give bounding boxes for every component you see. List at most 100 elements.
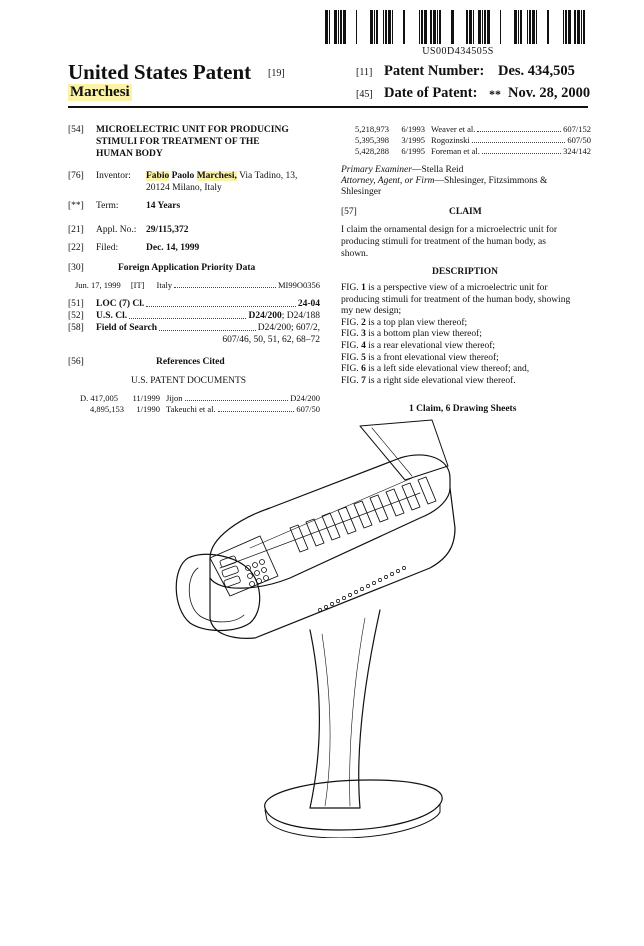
claim-text: I claim the ornamental design for a micr…: [341, 224, 591, 260]
field-search-value-2: 607/46, 50, 51, 62, 68–72: [222, 335, 320, 345]
claim-line: I claim the ornamental design for a micr…: [341, 225, 558, 235]
inventor-last-name: Marchesi,: [196, 171, 237, 181]
examiner-name: —Stella Reid: [411, 165, 464, 175]
us-class-label: U.S. Cl.: [96, 311, 128, 321]
reference-date: 1/1990: [136, 404, 160, 414]
patent-number-code: [11]: [356, 67, 373, 78]
field-search-value-1: D24/200; 607/2,: [257, 323, 320, 333]
reference-number: 5,218,973: [355, 124, 389, 134]
appl-value: 29/115,372: [146, 225, 189, 235]
foreign-title: Foreign Application Priority Data: [118, 263, 256, 273]
inventor-block: Fabio Paolo Marchesi, Via Tadino, 13, 20…: [146, 170, 326, 194]
reference-number: 5,428,288: [355, 146, 389, 156]
title-code-54: [54]: [68, 125, 84, 135]
loc-row: LOC (7) Cl. 24-04: [96, 298, 320, 310]
patent-number: Des. 434,505: [498, 63, 575, 79]
housing-body: [209, 487, 456, 639]
field-search-code: [58]: [68, 323, 84, 333]
appl-label: Appl. No.:: [96, 225, 137, 235]
reference-number: D. 417,005: [80, 393, 119, 403]
housing-front-end: [175, 553, 261, 632]
foreign-date: Jun. 17, 1999: [75, 280, 121, 290]
inventor-address-2: 20124 Milano, Italy: [146, 183, 222, 193]
header-rule: [68, 106, 588, 108]
us-class-value: D24/200: [248, 311, 282, 321]
claim-line: producing stimuli for treatment of the h…: [341, 237, 546, 247]
keypad-buttons: [219, 555, 269, 588]
field-search-label: Field of Search: [96, 323, 158, 333]
reference-date: 3/1995: [401, 135, 425, 145]
foreign-country: Italy: [156, 280, 173, 290]
patent-date: Nov. 28, 2000: [508, 85, 591, 101]
us-class-value-rest: ; D24/188: [281, 311, 320, 321]
us-class-row: U.S. Cl. D24/200; D24/188: [96, 310, 320, 322]
reference-class: 607/50: [567, 135, 591, 145]
loc-code: [51]: [68, 299, 84, 309]
term-code: [**]: [68, 201, 84, 211]
patent-number-label: Patent Number:: [384, 63, 485, 79]
inventor-middle-name: Paolo: [171, 171, 195, 181]
patent-drawing: [175, 419, 456, 838]
connector-dots: [318, 566, 406, 612]
foreign-number: MI99O0356: [277, 280, 320, 290]
reference-class: 324/142: [563, 146, 591, 156]
reference-row: 5,428,288 6/1995 Foreman et al. 324/142: [355, 146, 591, 157]
references-subtitle: U.S. PATENT DOCUMENTS: [131, 376, 247, 386]
attorney-name: —Shlesinger, Fitzsimmons &: [434, 176, 548, 186]
reference-name: Jijon: [166, 393, 183, 403]
reference-date: 11/1999: [132, 393, 160, 403]
figure-line: FIG. 3 is a bottom plan view thereof;: [341, 329, 482, 340]
figure-line: FIG. 6 is a left side elevational view t…: [341, 364, 530, 375]
reference-class: 607/50: [296, 404, 320, 414]
date-label: Date of Patent:: [384, 85, 478, 101]
barcode: [325, 10, 587, 48]
reference-name: Takeuchi et al.: [166, 404, 216, 414]
figure-line: FIG. 2 is a top plan view thereof;: [341, 317, 468, 328]
figure-line: FIG. 7 is a right side elevational view …: [341, 375, 516, 386]
foreign-priority-row: Jun. 17, 1999 [IT] Italy MI99O0356: [75, 280, 320, 291]
stand-column: [309, 609, 381, 809]
term-label: Term:: [96, 201, 119, 211]
reference-name: Weaver et al.: [431, 124, 476, 134]
barcode-number: US00D434505S: [422, 46, 494, 57]
attorney-cont: Shlesinger: [341, 187, 382, 197]
primary-examiner: Primary Examiner—Stella Reid: [341, 164, 591, 176]
title-code: [19]: [268, 68, 285, 79]
references-code: [56]: [68, 357, 84, 367]
figure-line: my new design;: [341, 306, 402, 317]
invention-title-line: STIMULI FOR TREATMENT OF THE: [96, 137, 260, 147]
reference-name: Rogozinski: [431, 135, 470, 145]
inventor-label: Inventor:: [96, 171, 131, 181]
description-title: DESCRIPTION: [432, 267, 498, 277]
patent-office-title: United States Patent: [68, 60, 252, 84]
references-title: References Cited: [156, 357, 225, 367]
attorney-label: Attorney, Agent, or Firm: [341, 176, 435, 186]
loc-value: 24-04: [297, 299, 320, 309]
reference-class: D24/200: [290, 393, 320, 403]
field-search-row: Field of Search D24/200; 607/2,: [96, 322, 320, 334]
figure-line: FIG. 1 is a perspective view of a microe…: [341, 283, 548, 293]
filed-label: Filed:: [96, 243, 119, 253]
loc-label: LOC (7) Cl.: [96, 299, 145, 309]
date-marker: **: [489, 87, 501, 101]
reference-number: 4,895,153: [90, 404, 124, 414]
reference-name: Foreman et al.: [431, 146, 480, 156]
filed-code: [22]: [68, 243, 84, 253]
invention-title-line: MICROELECTRIC UNIT FOR PRODUCING: [96, 125, 289, 135]
reference-row: 4,895,153 1/1990 Takeuchi et al. 607/50: [80, 404, 320, 415]
filed-value: Dec. 14, 1999: [146, 243, 200, 253]
reference-row: 5,395,398 3/1995 Rogozinski 607/50: [355, 135, 591, 146]
us-class-code: [52]: [68, 311, 84, 321]
inventor-surname-header: Marchesi: [68, 84, 132, 101]
figure-list: FIG. 1 is a perspective view of a microe…: [341, 283, 593, 387]
inventor-first-name: Fabio: [146, 171, 170, 181]
figure-line: producing stimuli for treatment of the h…: [341, 294, 571, 305]
control-panel: [209, 535, 279, 597]
figure-line: FIG. 5 is a front elevational view there…: [341, 352, 499, 363]
claim-code: [57]: [341, 207, 357, 217]
term-value: 14 Years: [146, 201, 181, 211]
appl-code: [21]: [68, 225, 84, 235]
stand-base: [264, 779, 443, 831]
reference-row: 5,218,973 6/1993 Weaver et al. 607/152: [355, 124, 591, 135]
foreign-code: [30]: [68, 263, 84, 273]
